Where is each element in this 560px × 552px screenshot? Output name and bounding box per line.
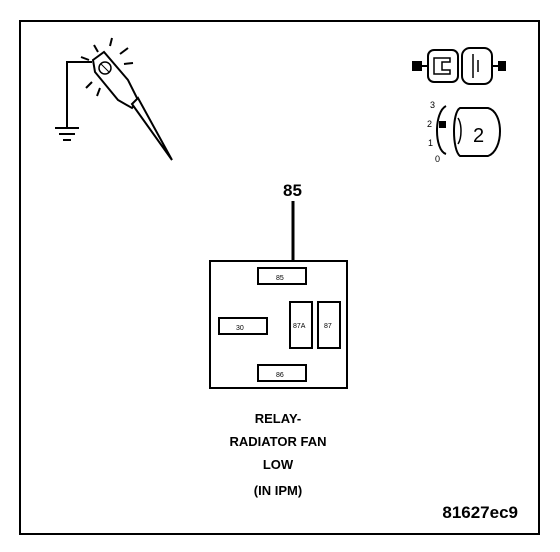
selector-knob-icon: 3 2 1 0 2 [427, 100, 501, 164]
test-light-probe-icon [55, 37, 173, 161]
outer-border [19, 20, 540, 535]
connector-icon [412, 47, 506, 85]
relay-pin-87: 87 [317, 301, 341, 349]
caption-line-4: (IN IPM) [254, 483, 302, 498]
selector-value: 2 [473, 125, 484, 147]
pin-87a-label: 87A [293, 323, 306, 330]
caption: RELAY- RADIATOR FAN LOW (IN IPM) [229, 411, 326, 498]
scale-label-0: 0 [435, 154, 440, 164]
pin-30-label: 30 [236, 325, 244, 332]
relay-pin-86: 86 [257, 364, 307, 382]
relay-pin-87a: 87A [289, 301, 313, 349]
scale-label-1: 1 [428, 138, 433, 148]
caption-line-1: RELAY- [255, 411, 301, 426]
scale-label-2: 2 [427, 119, 432, 129]
pin-87-label: 87 [324, 323, 332, 330]
scale-label-3: 3 [430, 100, 435, 110]
figure-id: 81627ec9 [442, 503, 518, 522]
relay-pin-30: 30 [218, 317, 268, 335]
caption-line-3: LOW [263, 457, 294, 472]
pin-86-label: 86 [276, 372, 284, 379]
pin-85-label: 85 [276, 275, 284, 282]
relay-pin-85: 85 [257, 267, 307, 285]
caption-line-2: RADIATOR FAN [229, 434, 326, 449]
pin-callout-label: 85 [283, 181, 302, 200]
